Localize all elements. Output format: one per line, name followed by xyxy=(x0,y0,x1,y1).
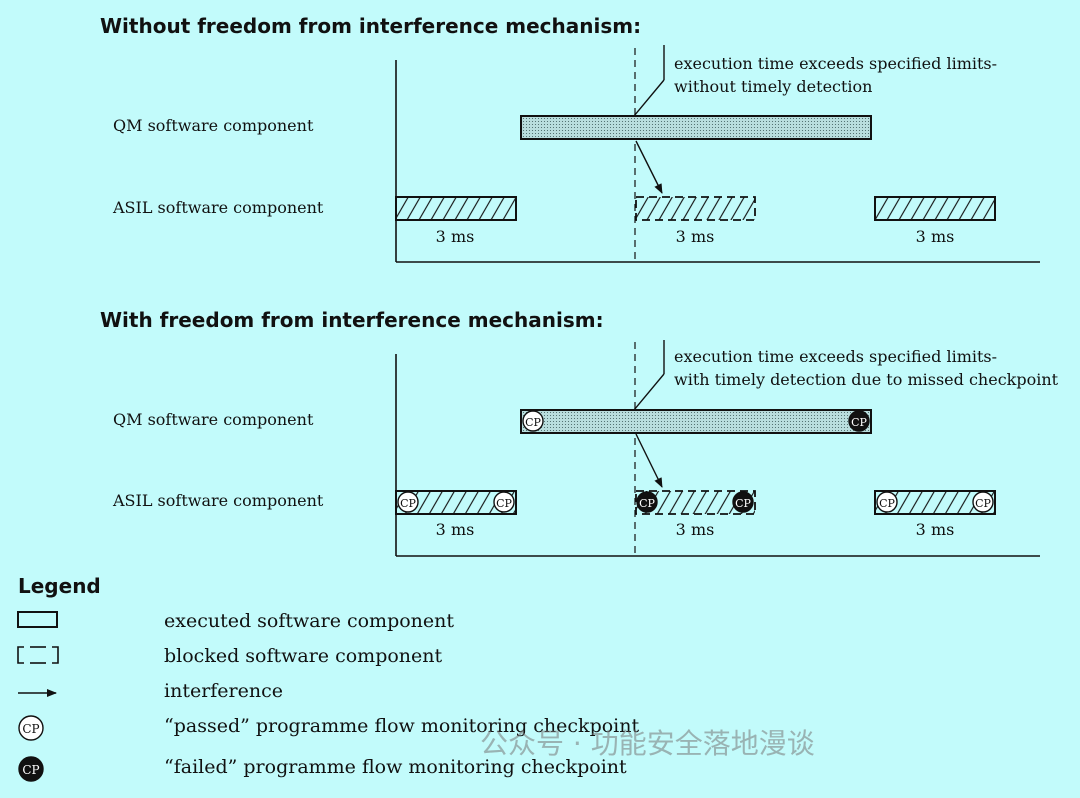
legend-item-passed-checkpoint: “passed” programme flow monitoring check… xyxy=(164,715,640,737)
checkpoint-failed-icon: CP xyxy=(848,410,870,432)
section2-duration-3: 3 ms xyxy=(915,520,955,539)
section2-asil-label: ASIL software component xyxy=(113,491,324,510)
cp-text: CP xyxy=(639,497,655,510)
section1-annotation-line2: without timely detection xyxy=(674,77,873,96)
legend-failed-checkpoint-icon: CP xyxy=(18,756,44,782)
section2-duration-1: 3 ms xyxy=(435,520,475,539)
checkpoint-failed-icon: CP xyxy=(732,491,754,513)
section1-duration-1: 3 ms xyxy=(435,227,475,246)
section1-duration-3: 3 ms xyxy=(915,227,955,246)
legend-blocked-icon xyxy=(17,646,59,664)
section1-asil-label: ASIL software component xyxy=(113,198,324,217)
section2-qm-label: QM software component xyxy=(113,410,314,429)
section2-duration-2: 3 ms xyxy=(675,520,715,539)
section2-asil-bar-2-blocked xyxy=(635,490,756,515)
section1-asil-bar-3 xyxy=(874,196,996,221)
cp-text: CP xyxy=(22,763,39,777)
checkpoint-passed-icon: CP xyxy=(522,410,544,432)
legend-item-failed-checkpoint: “failed” programme flow monitoring check… xyxy=(164,756,627,778)
section1-asil-bar-2-blocked xyxy=(635,196,756,221)
checkpoint-failed-icon: CP xyxy=(636,491,658,513)
section1-qm-label: QM software component xyxy=(113,116,314,135)
section1-annotation-line1: execution time exceeds specified limits- xyxy=(674,54,998,73)
legend-item-executed: executed software component xyxy=(164,610,455,632)
section1-asil-bar-1 xyxy=(395,196,517,221)
section2-annotation-line1: execution time exceeds specified limits- xyxy=(674,347,998,366)
cp-text: CP xyxy=(975,497,991,510)
legend-passed-checkpoint-icon: CP xyxy=(18,715,44,741)
section1-title: Without freedom from interference mechan… xyxy=(100,14,642,38)
section2-asil-bar-1 xyxy=(395,490,517,515)
section2-annotation: execution time exceeds specified limits-… xyxy=(674,345,1058,391)
cp-text: CP xyxy=(496,497,512,510)
cp-text: CP xyxy=(525,416,541,429)
legend-executed-icon xyxy=(17,611,58,628)
section1-annotation: execution time exceeds specified limits-… xyxy=(674,52,997,98)
section1-interference-arrow xyxy=(635,140,663,194)
section2-interference-arrow xyxy=(635,433,663,488)
section1-qm-bar xyxy=(520,115,872,140)
section2-qm-bar xyxy=(520,409,872,434)
cp-text: CP xyxy=(22,722,39,736)
cp-text: CP xyxy=(400,497,416,510)
checkpoint-passed-icon: CP xyxy=(876,491,898,513)
checkpoint-passed-icon: CP xyxy=(493,491,515,513)
checkpoint-passed-icon: CP xyxy=(972,491,994,513)
checkpoint-passed-icon: CP xyxy=(397,491,419,513)
section1-duration-2: 3 ms xyxy=(675,227,715,246)
cp-text: CP xyxy=(851,416,867,429)
cp-text: CP xyxy=(735,497,751,510)
legend-title: Legend xyxy=(18,574,101,598)
section2-title: With freedom from interference mechanism… xyxy=(100,308,604,332)
cp-text: CP xyxy=(879,497,895,510)
watermark-text: 公众号 · 功能安全落地漫谈 xyxy=(480,727,815,760)
section2-asil-bar-3 xyxy=(874,490,996,515)
section2-annotation-line2: with timely detection due to missed chec… xyxy=(674,370,1059,389)
section2-axes xyxy=(395,340,1040,557)
legend-item-blocked: blocked software component xyxy=(164,645,443,667)
section1-axes xyxy=(395,45,1040,263)
legend-item-interference: interference xyxy=(164,680,284,702)
